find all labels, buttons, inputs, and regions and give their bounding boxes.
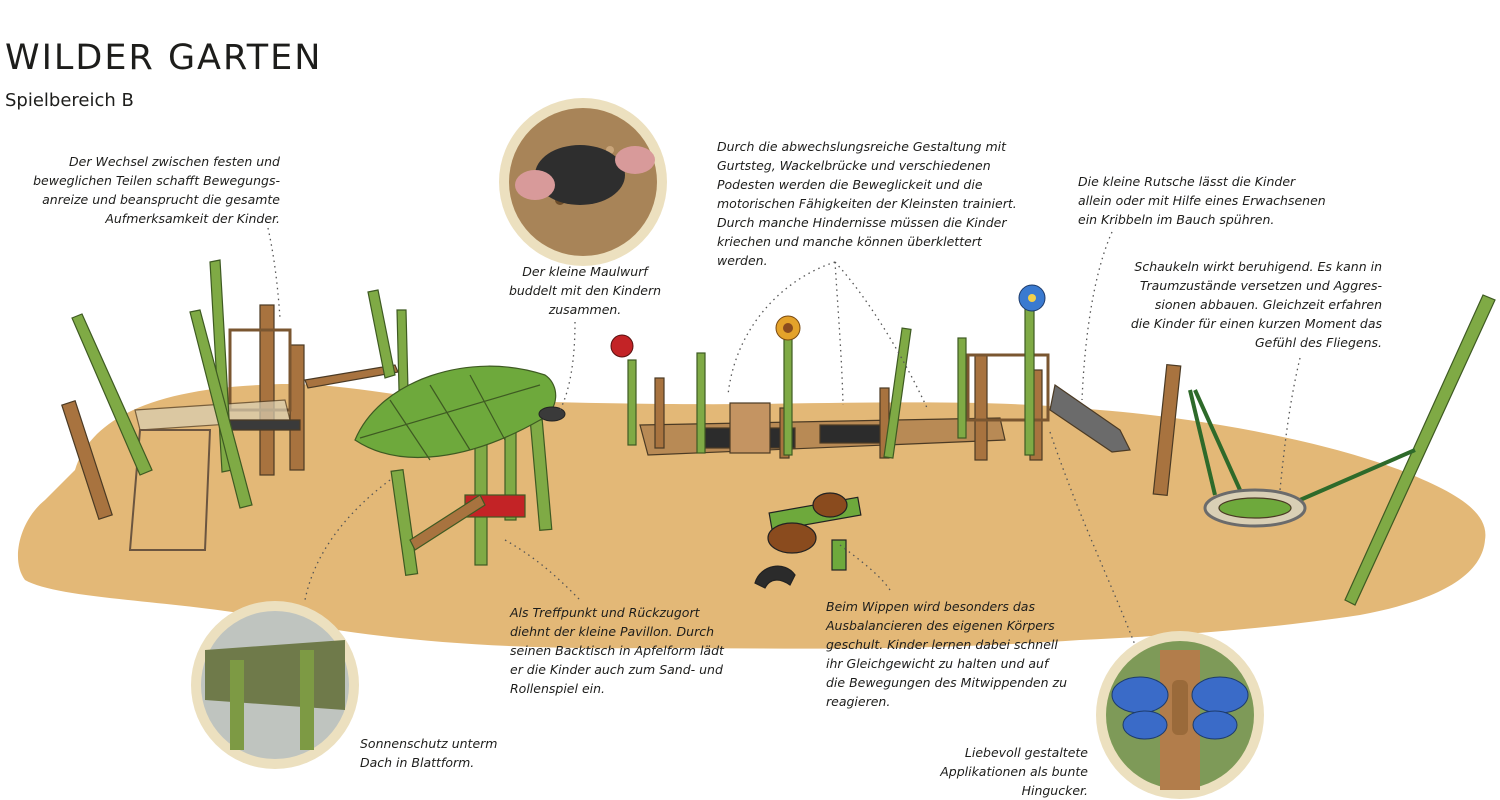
annotation-course: Durch die abwechslungsreiche Gestaltung … — [717, 139, 1017, 268]
annotation-pavilion: Als Treffpunkt und Rückzugort diehnt der… — [510, 605, 724, 696]
red-flower — [610, 334, 634, 358]
photo-butterfly — [1096, 631, 1264, 799]
annotation-movement: Der Wechsel zwischen festen und beweglic… — [33, 154, 280, 226]
ant-seesaw — [754, 492, 862, 589]
leaf-pavilion — [354, 365, 557, 576]
annotation-swing: Schaukeln wirkt beruhigend. Es kann in T… — [1130, 259, 1382, 350]
green-poles — [71, 259, 409, 509]
annotation-slide: Die kleine Rutsche lässt die Kinder alle… — [1078, 174, 1326, 227]
mole-figure — [538, 406, 566, 422]
leader-lines — [267, 227, 1301, 646]
annotation-roof: Sonnenschutz unterm Dach in Blattform. — [360, 736, 498, 770]
page-subtitle: Spielbereich B — [5, 90, 134, 111]
course-green-poles — [627, 304, 1035, 459]
balance-course — [639, 353, 1131, 461]
photo-roof — [191, 601, 359, 769]
photo-mole — [499, 98, 667, 266]
climbing-structure — [61, 304, 399, 551]
annotation-applications: Liebevoll gestaltete Applikationen als b… — [940, 745, 1088, 798]
annotation-mole: Der kleine Maulwurf buddelt mit den Kind… — [508, 264, 662, 317]
nest-swing — [1152, 294, 1496, 606]
annotation-seesaw: Beim Wippen wird besonders das Ausbalanc… — [826, 599, 1068, 709]
page-title: WILDER GARTEN — [5, 38, 323, 78]
